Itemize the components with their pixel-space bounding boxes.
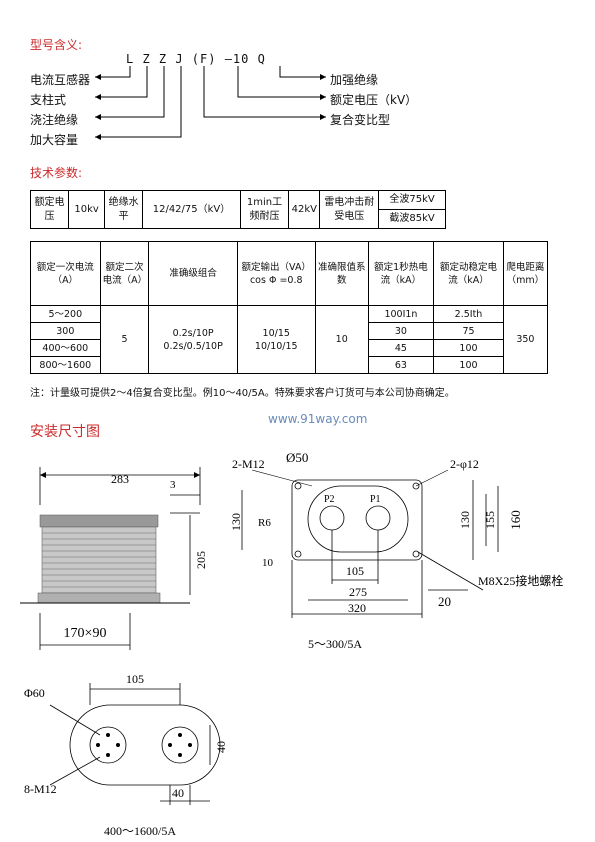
spec-table: 额定一次电流（A） 额定二次电流（A） 准确级组合 额定输出（VA）cos Φ … [30,241,549,374]
label-ct: 电流互感器 [30,73,91,87]
primary-cell: 800～1600 [30,356,101,374]
top-view-drawing: 2-M12 Ø50 2-φ12 P2 P1 130 R6 10 105 275 … [229,450,563,651]
install-heading: 安装尺寸图 [30,425,100,440]
output-cell: 10/15 10/10/15 [236,305,316,374]
rating-table: 额定电压 10kv 绝缘水平 12/42/75（kV） 1min工频耐压 42k… [29,190,446,229]
thermal-cell: 45 [367,339,435,357]
thermal-cell: 100I1n [367,305,435,323]
dynamic-cell: 2.5Ith [433,305,504,323]
hdr-accuracy: 准确级组合 [148,241,238,306]
rating-voltage-value: 10kv [68,190,106,229]
primary-cell: 5～200 [30,305,101,323]
dim-m12: 2-M12 [232,457,265,471]
hdr-limit: 准确限值系数 [314,241,369,306]
power-freq-value: 42kV [288,190,321,229]
label-cast: 浇注绝缘 [30,113,79,127]
top-view-caption: 5～300/5A [308,637,362,651]
dim-20: 20 [438,594,451,609]
model-code: L Z Z J (F) —10 Q [126,52,266,66]
limit-cell: 10 [314,305,369,374]
dynamic-cell: 100 [433,356,504,374]
dim-155: 155 [483,511,497,529]
dim-40-horizontal: 40 [172,786,184,800]
power-freq-label: 1min工频耐压 [239,190,290,229]
dim-10: 10 [262,557,274,569]
hdr-dynamic: 额定动稳定电流（kA） [433,241,504,306]
dynamic-cell: 100 [433,339,504,357]
model-heading: 型号含义: [30,38,83,52]
hdr-output: 额定输出（VA）cos Φ =0.8 [236,241,316,306]
watermark: www.91way.com [268,412,368,426]
bolt-label: M8X25接地螺栓 [478,573,563,588]
dim-3: 3 [170,479,176,491]
front-view-drawing: 283 3 205 170×90 [20,467,208,650]
tech-note: 注：计量级可提供2～4倍复合变比型。例10～40/5A。特殊要求客户订货可与本公… [30,388,455,399]
secondary-cell: 5 [99,305,150,374]
rating-voltage-label: 额定电压 [29,190,70,229]
dim-205: 205 [194,551,208,569]
full-wave-value: 全波75kV [378,190,446,210]
hdr-primary: 额定一次电流（A） [30,241,101,306]
dim-d50: Ø50 [286,450,308,465]
dim-130b: 130 [458,511,472,529]
dim-40-vertical: 40 [214,741,228,753]
bottom-view-caption: 400～1600/5A [104,824,176,838]
label-p1: P1 [370,494,381,505]
label-voltage: 额定电压（kV） [330,93,418,107]
dim-105-bottom: 105 [126,672,144,686]
dim-base: 170×90 [64,626,107,641]
chopped-wave-value: 截波85kV [378,209,446,229]
thermal-cell: 63 [367,356,435,374]
insulation-level-value: 12/42/75（kV） [142,190,241,229]
label-p2: P2 [324,494,335,505]
label-capacity: 加大容量 [30,133,79,147]
hdr-secondary: 额定二次电流（A） [99,241,150,306]
label-insulation: 加强绝缘 [330,73,379,87]
dim-160: 160 [508,510,523,530]
label-post: 支柱式 [30,93,67,107]
output-line: 10/10/15 [254,340,298,352]
insulation-level-label: 绝缘水平 [104,190,144,229]
tech-heading: 技术参数: [30,166,83,180]
primary-cell: 400～600 [30,339,101,357]
dim-8m12: 8-M12 [24,782,57,796]
dim-105: 105 [346,564,364,578]
accuracy-cell: 0.2s/10P 0.2s/0.5/10P [148,305,238,374]
label-ratio: 复合变比型 [330,113,391,127]
dim-275: 275 [349,585,367,599]
dim-320: 320 [348,601,366,615]
hdr-creepage: 爬电距离（mm） [502,241,549,306]
hdr-thermal: 额定1秒热电流（kA） [367,241,435,306]
dim-r6: R6 [258,517,271,529]
output-line: 10/15 [262,327,290,339]
dim-phi12: 2-φ12 [450,457,479,471]
creepage-cell: 350 [502,305,549,374]
lightning-label: 雷电冲击耐受电压 [319,190,380,229]
thermal-cell: 30 [367,322,435,340]
bottom-view-drawing: 105 Φ60 40 8-M12 40 400～1600/5A [24,672,228,838]
accuracy-line: 0.2s/0.5/10P [163,340,223,352]
accuracy-line: 0.2s/10P [172,327,214,339]
dim-283: 283 [111,472,129,486]
dim-130a: 130 [229,513,243,531]
dynamic-cell: 75 [433,322,504,340]
dim-phi60: Φ60 [24,686,45,700]
primary-cell: 300 [30,322,101,340]
model-leader-lines [95,66,326,140]
